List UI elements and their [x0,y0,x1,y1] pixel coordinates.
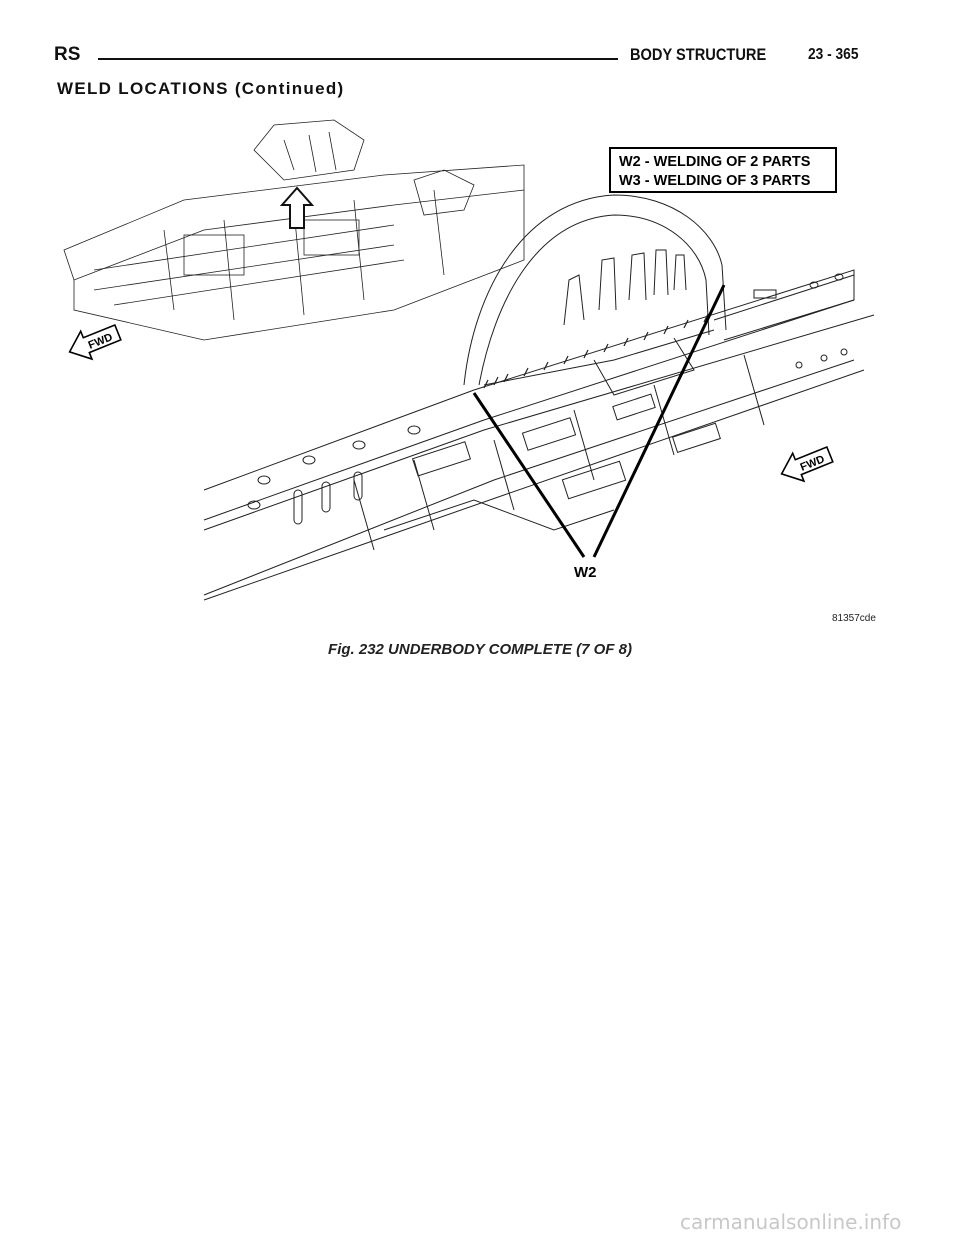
weld-callout-w2: W2 [574,564,597,581]
weld-leader-lines [472,284,726,558]
fwd-arrow-icon: FWD [68,323,122,361]
figure-caption: Fig. 232 UNDERBODY COMPLETE (7 OF 8) [328,641,632,658]
header-rule [98,58,618,60]
figure-code: 81357cde [832,613,876,624]
fwd-arrow-icon: FWD [780,445,834,483]
underbody-drawing: W2 - WELDING OF 2 PARTS W3 - WELDING OF … [63,119,876,624]
up-arrow-icon [279,186,315,229]
legend-w2: W2 - WELDING OF 2 PARTS [619,154,811,170]
section-title: WELD LOCATIONS (Continued) [57,79,345,98]
chapter-title: BODY STRUCTURE [630,45,767,64]
main-structure [203,194,875,601]
underbody-figure: W2 - WELDING OF 2 PARTS W3 - WELDING OF … [54,110,894,630]
legend-w3: W3 - WELDING OF 3 PARTS [619,173,811,189]
section-code: RS [54,44,81,65]
watermark: carmanualsonline.info [680,1210,902,1234]
overview-inset [63,119,525,341]
weld-legend: W2 - WELDING OF 2 PARTS W3 - WELDING OF … [609,147,837,193]
page-number: 23 - 365 [808,46,859,63]
